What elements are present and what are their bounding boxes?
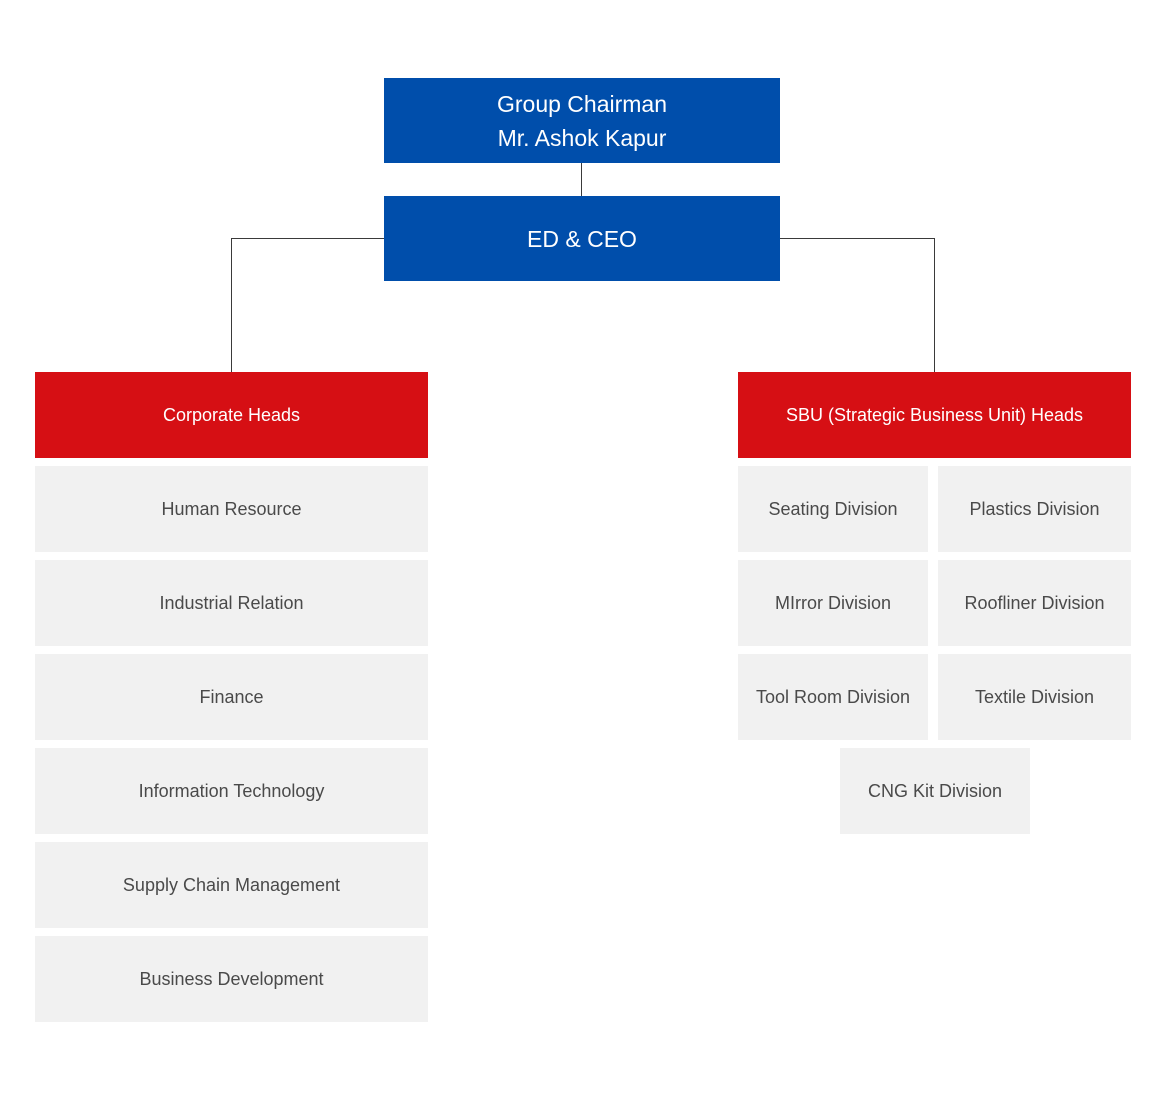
sbu-item-seating-division: Seating Division [738,466,928,552]
sbu-item-cng-kit-division: CNG Kit Division [840,748,1030,834]
sbu-item-mirror-division: MIrror Division [738,560,928,646]
connector-ceo-right-vertical [934,238,935,372]
chairman-name: Mr. Ashok Kapur [497,124,667,151]
sbu-heads-box: SBU (Strategic Business Unit) Heads [738,372,1131,458]
sbu-heads-label: SBU (Strategic Business Unit) Heads [785,404,1084,425]
sbu-item-label: Plastics Division [969,498,1100,519]
corporate-item-label: Supply Chain Management [122,874,341,895]
ceo-title: ED & CEO [527,225,637,252]
connector-ceo-left-horizontal [231,238,384,239]
corporate-item-label: Industrial Relation [159,592,304,613]
corporate-item-label: Human Resource [161,498,302,519]
sbu-item-label: CNG Kit Division [867,780,1003,801]
sbu-item-plastics-division: Plastics Division [938,466,1131,552]
connector-chairman-ceo [581,163,582,196]
sbu-item-label: Roofliner Division [964,592,1105,613]
sbu-item-label: MIrror Division [774,592,891,613]
corporate-item-label: Business Development [139,968,324,989]
corporate-item-business-development: Business Development [35,936,428,1022]
corporate-item-industrial-relation: Industrial Relation [35,560,428,646]
sbu-item-roofliner-division: Roofliner Division [938,560,1131,646]
corporate-item-human-resource: Human Resource [35,466,428,552]
sbu-item-textile-division: Textile Division [938,654,1131,740]
sbu-item-label: Seating Division [768,498,898,519]
corporate-item-finance: Finance [35,654,428,740]
chairman-title: Group Chairman [496,90,668,117]
connector-ceo-left-vertical [231,238,232,372]
sbu-item-tool-room-division: Tool Room Division [738,654,928,740]
corporate-heads-box: Corporate Heads [35,372,428,458]
corporate-heads-label: Corporate Heads [162,404,301,425]
sbu-item-label: Tool Room Division [755,686,911,707]
connector-ceo-right-horizontal [780,238,935,239]
corporate-item-label: Finance [199,686,264,707]
corporate-item-information-technology: Information Technology [35,748,428,834]
ceo-box: ED & CEO [384,196,780,281]
corporate-item-label: Information Technology [138,780,325,801]
chairman-box: Group Chairman Mr. Ashok Kapur [384,78,780,163]
sbu-item-label: Textile Division [974,686,1095,707]
corporate-item-supply-chain-management: Supply Chain Management [35,842,428,928]
